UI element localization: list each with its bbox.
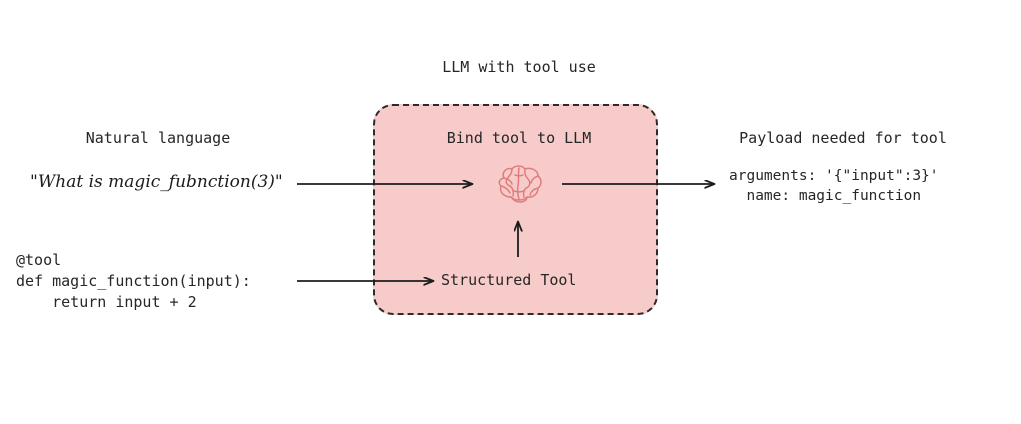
- tool-code-line-3: return input + 2: [16, 293, 197, 311]
- structured-tool-label: Structured Tool: [441, 271, 577, 289]
- payload-heading: Payload needed for tool: [739, 129, 947, 147]
- diagram-title: LLM with tool use: [442, 58, 596, 76]
- natural-language-example: "What is magic_fubnction(3)": [30, 172, 283, 192]
- tool-code-line-1: @tool: [16, 251, 62, 269]
- tool-code-line-2: def magic_function(input):: [16, 272, 251, 290]
- payload-arguments-line: arguments: '{"input":3}': [729, 168, 939, 184]
- llm-panel: [373, 104, 658, 315]
- panel-label-bind-tool-to-llm: Bind tool to LLM: [446, 129, 592, 147]
- brain-icon: [493, 162, 545, 208]
- natural-language-heading: Natural language: [85, 129, 231, 147]
- payload-name-line: name: magic_function: [729, 188, 922, 204]
